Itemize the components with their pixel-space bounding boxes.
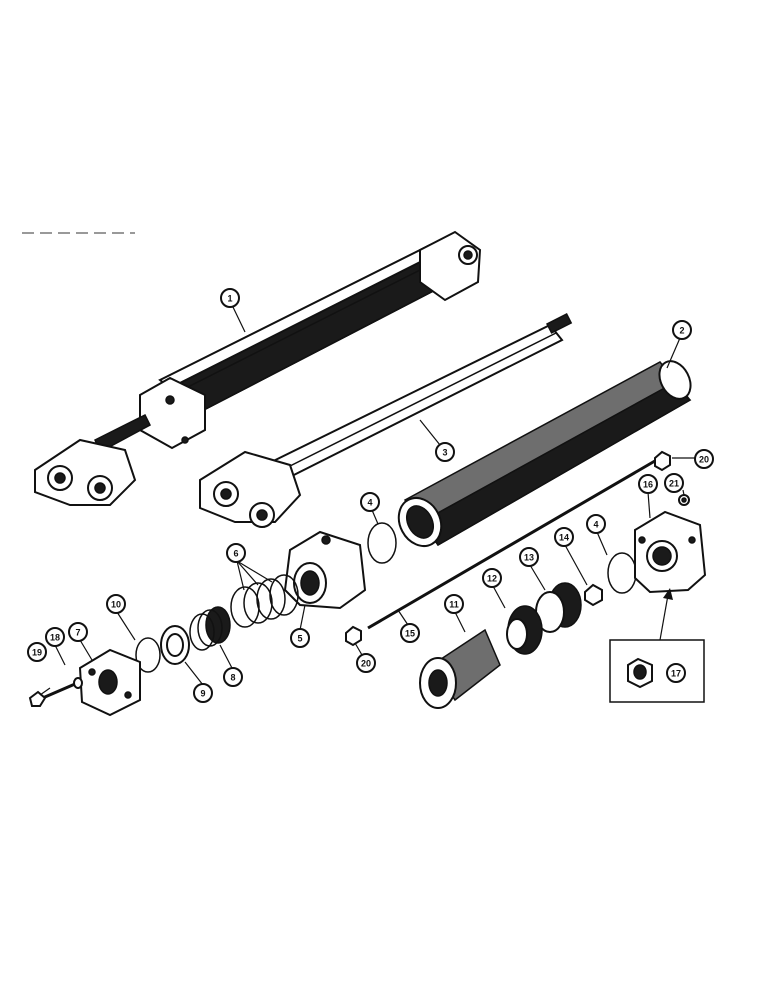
callout-12: 12 [482, 568, 502, 588]
callout-11: 11 [444, 594, 464, 614]
inset-pointer-arrow [659, 588, 673, 641]
packing-rings [230, 574, 299, 628]
o-ring-left [367, 522, 397, 564]
callout-6: 6 [226, 543, 246, 563]
svg-text:20: 20 [361, 659, 371, 669]
svg-text:2: 2 [679, 326, 684, 336]
callout-20-lower: 20 [356, 653, 376, 673]
tie-rod [367, 456, 661, 630]
svg-text:19: 19 [32, 648, 42, 658]
callout-1: 1 [220, 288, 240, 308]
svg-text:21: 21 [669, 479, 679, 489]
svg-text:3: 3 [442, 448, 447, 458]
o-ring-right [607, 552, 637, 594]
washer [160, 625, 190, 665]
callout-4-right: 4 [586, 514, 606, 534]
snap-ring [135, 637, 161, 673]
svg-text:10: 10 [111, 600, 121, 610]
svg-text:5: 5 [297, 634, 302, 644]
inset-box [609, 639, 705, 703]
svg-text:9: 9 [200, 689, 205, 699]
callout-21: 21 [664, 473, 684, 493]
gland-flange [78, 648, 141, 717]
piston [535, 582, 582, 633]
svg-text:17: 17 [671, 669, 681, 679]
svg-text:13: 13 [524, 553, 534, 563]
callout-9: 9 [193, 683, 213, 703]
svg-text:8: 8 [230, 673, 235, 683]
callout-7: 7 [68, 622, 88, 642]
nut-upper [654, 450, 671, 472]
svg-text:11: 11 [449, 600, 459, 610]
svg-text:1: 1 [227, 294, 232, 304]
lock-washer [73, 677, 83, 689]
rear-head [634, 510, 707, 594]
svg-text:14: 14 [559, 533, 569, 543]
svg-text:20: 20 [699, 455, 709, 465]
callout-8: 8 [223, 667, 243, 687]
callout-10: 10 [106, 594, 126, 614]
callout-16: 16 [638, 474, 658, 494]
callout-2: 2 [672, 320, 692, 340]
callout-4-left: 4 [360, 492, 380, 512]
callout-13: 13 [519, 547, 539, 567]
callout-19: 19 [27, 642, 47, 662]
piston-rod [199, 312, 573, 528]
callout-3: 3 [435, 442, 455, 462]
svg-text:6: 6 [233, 549, 238, 559]
callout-5: 5 [290, 628, 310, 648]
callout-15: 15 [400, 623, 420, 643]
piston-bushing [419, 628, 501, 709]
barrel-tube [397, 360, 692, 547]
spring [189, 606, 231, 651]
front-head [283, 530, 367, 610]
svg-text:12: 12 [487, 574, 497, 584]
callout-20-upper: 20 [694, 449, 714, 469]
fitting [678, 494, 690, 506]
svg-text:18: 18 [50, 633, 60, 643]
assembled-cylinder [34, 230, 482, 506]
callout-14: 14 [554, 527, 574, 547]
svg-text:15: 15 [405, 629, 415, 639]
leader-lines [39, 304, 695, 696]
callout-18: 18 [45, 627, 65, 647]
svg-text:4: 4 [593, 520, 598, 530]
callout-17: 17 [666, 663, 686, 683]
svg-text:7: 7 [75, 628, 80, 638]
lock-nut [584, 583, 603, 607]
svg-text:4: 4 [367, 498, 372, 508]
piston-packing [506, 605, 543, 655]
nut-lower [345, 625, 362, 647]
bolt [28, 682, 76, 707]
svg-text:16: 16 [643, 480, 653, 490]
